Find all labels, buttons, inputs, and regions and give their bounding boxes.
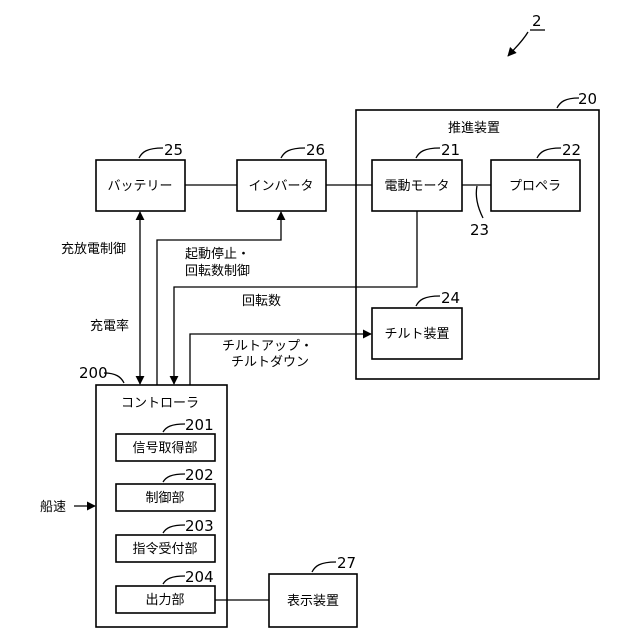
charge-rate-label: 充電率 — [90, 318, 129, 334]
ref-number-25: 25 — [164, 141, 183, 159]
display-device-label: 表示装置 — [287, 594, 339, 609]
tilt-label-line1: チルトアップ・ — [222, 339, 313, 354]
figure-number-arrow — [508, 32, 528, 56]
tilt-label-line2: チルトダウン — [231, 355, 309, 370]
ref-number-204: 204 — [185, 568, 214, 586]
ref-number-26: 26 — [306, 141, 325, 159]
ref-leader-25 — [139, 148, 163, 158]
ref-number-203: 203 — [185, 517, 214, 535]
ref-number-22: 22 — [562, 141, 581, 159]
charge-discharge-control-label: 充放電制御 — [61, 241, 126, 257]
ref-number-23: 23 — [470, 221, 489, 239]
propulsion-device-label: 推進装置 — [448, 121, 500, 136]
ref-number-24: 24 — [441, 289, 460, 307]
start-stop-label-line2: 回転数制御 — [185, 264, 250, 279]
ref-number-20: 20 — [578, 90, 597, 108]
ref-number-201: 201 — [185, 416, 214, 434]
signal-acquisition-label: 信号取得部 — [132, 440, 197, 456]
ref-leader-20 — [557, 98, 579, 108]
propeller-label: プロペラ — [509, 179, 561, 194]
ref-number-27: 27 — [337, 554, 356, 572]
controller-label: コントローラ — [121, 396, 199, 411]
electric-motor-label: 電動モータ — [384, 179, 449, 194]
control-unit-label: 制御部 — [145, 491, 184, 506]
inverter-label: インバータ — [248, 179, 313, 194]
output-unit-label: 出力部 — [145, 593, 184, 608]
command-receiving-label: 指令受付部 — [132, 542, 197, 557]
battery-label: バッテリー — [107, 179, 172, 194]
ref-number-200: 200 — [79, 364, 108, 382]
ref-leader-26 — [281, 148, 305, 158]
rpm-label: 回転数 — [242, 294, 281, 309]
ref-number-21: 21 — [441, 141, 460, 159]
start-stop-label-line1: 起動停止・ — [185, 246, 250, 262]
boat-speed-label: 船速 — [40, 500, 66, 515]
ref-number-202: 202 — [185, 466, 214, 484]
tilt-device-label: チルト装置 — [384, 327, 449, 342]
ref-leader-27 — [312, 562, 336, 572]
figure-number: 2 — [532, 12, 542, 30]
